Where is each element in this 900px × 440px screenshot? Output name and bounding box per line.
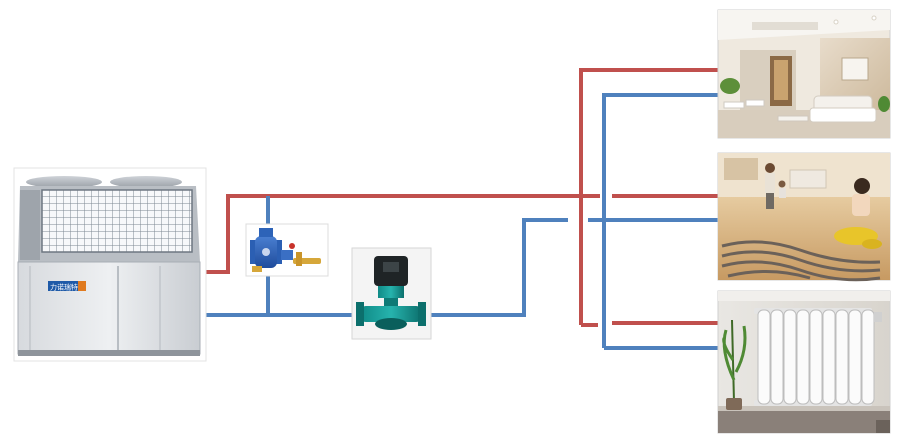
plant-icon (720, 78, 740, 94)
circulation-pump (351, 247, 432, 340)
radiator-room (717, 290, 891, 434)
brand-logo-text: 力诺瑞特 (50, 283, 78, 292)
supply-pipes (205, 68, 718, 327)
fan-cover-icon (110, 176, 182, 188)
plant-icon (722, 319, 747, 410)
floor-heating-room (717, 152, 891, 282)
supply-riser (579, 68, 718, 325)
supply-branch-radiator (581, 321, 718, 327)
plant-icon (878, 96, 890, 112)
return-pipes (205, 93, 718, 350)
radiator-icon (754, 308, 882, 406)
brand-logo: 力诺瑞特 (48, 281, 86, 292)
heat-pump-unit: 力诺瑞特 (13, 167, 207, 362)
valve-indicator-icon (289, 243, 295, 249)
supply-pipe-main (205, 194, 600, 274)
underfloor-pipe-coils (721, 240, 881, 282)
living-room (717, 9, 891, 139)
return-pipe-after-pump (428, 218, 568, 317)
return-riser (602, 93, 718, 348)
coil-grille (41, 189, 193, 253)
valve (245, 223, 329, 277)
fan-cover-icon (26, 176, 102, 188)
